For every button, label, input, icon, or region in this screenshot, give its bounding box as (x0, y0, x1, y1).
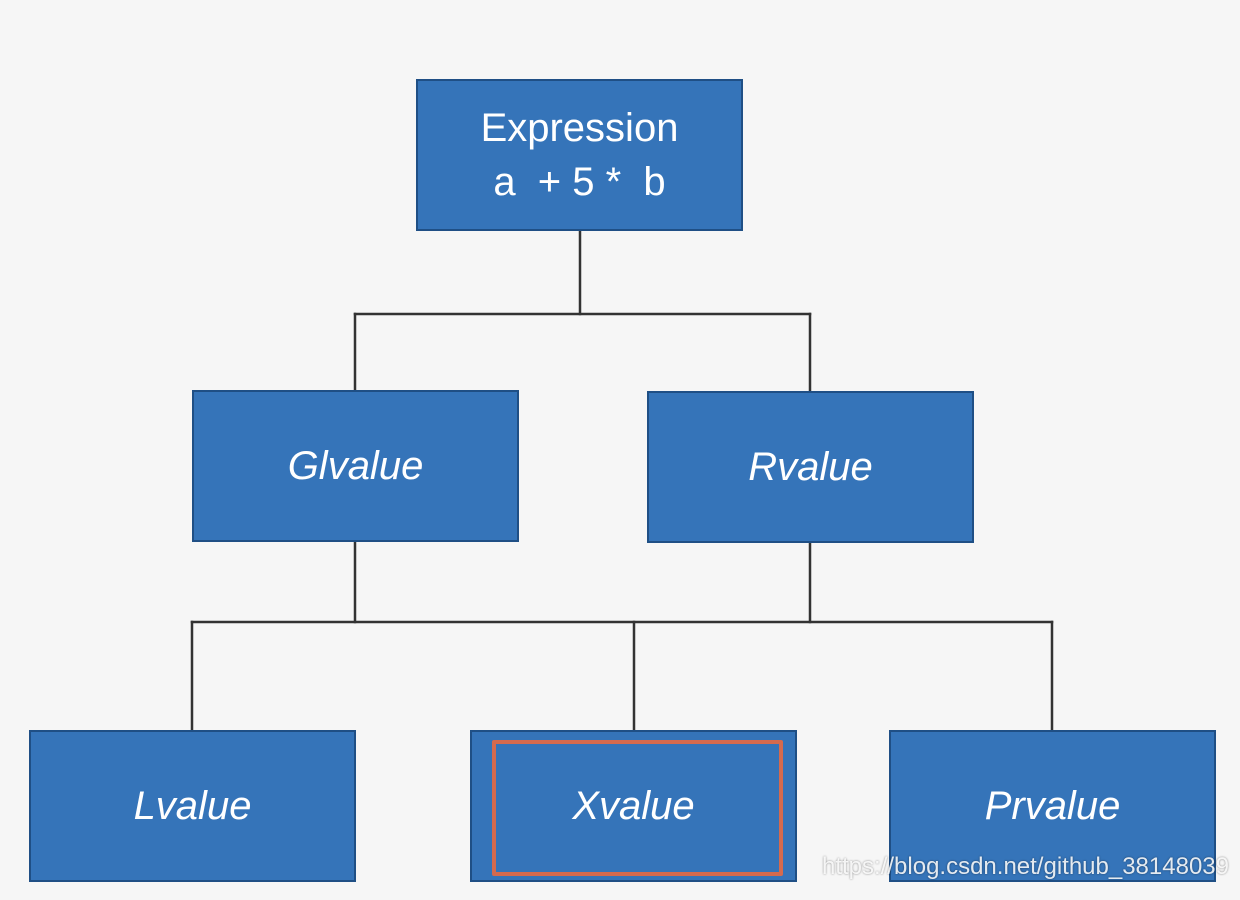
node-expression-title: Expression (480, 106, 679, 150)
node-rvalue: Rvalue (647, 391, 974, 543)
node-xvalue: Xvalue (470, 730, 797, 882)
node-prvalue: Prvalue (889, 730, 1216, 882)
source-watermark: https://blog.csdn.net/github_38148039 (822, 853, 1229, 880)
node-glvalue: Glvalue (192, 390, 519, 542)
node-prvalue-label: Prvalue (984, 783, 1121, 828)
node-lvalue-label: Lvalue (133, 783, 252, 828)
node-expression-example: a + 5 * b (493, 160, 666, 204)
node-glvalue-label: Glvalue (287, 443, 424, 488)
node-xvalue-label: Xvalue (572, 783, 695, 828)
node-rvalue-label: Rvalue (748, 444, 873, 489)
node-lvalue: Lvalue (29, 730, 356, 882)
node-expression: Expression a + 5 * b (416, 79, 743, 231)
